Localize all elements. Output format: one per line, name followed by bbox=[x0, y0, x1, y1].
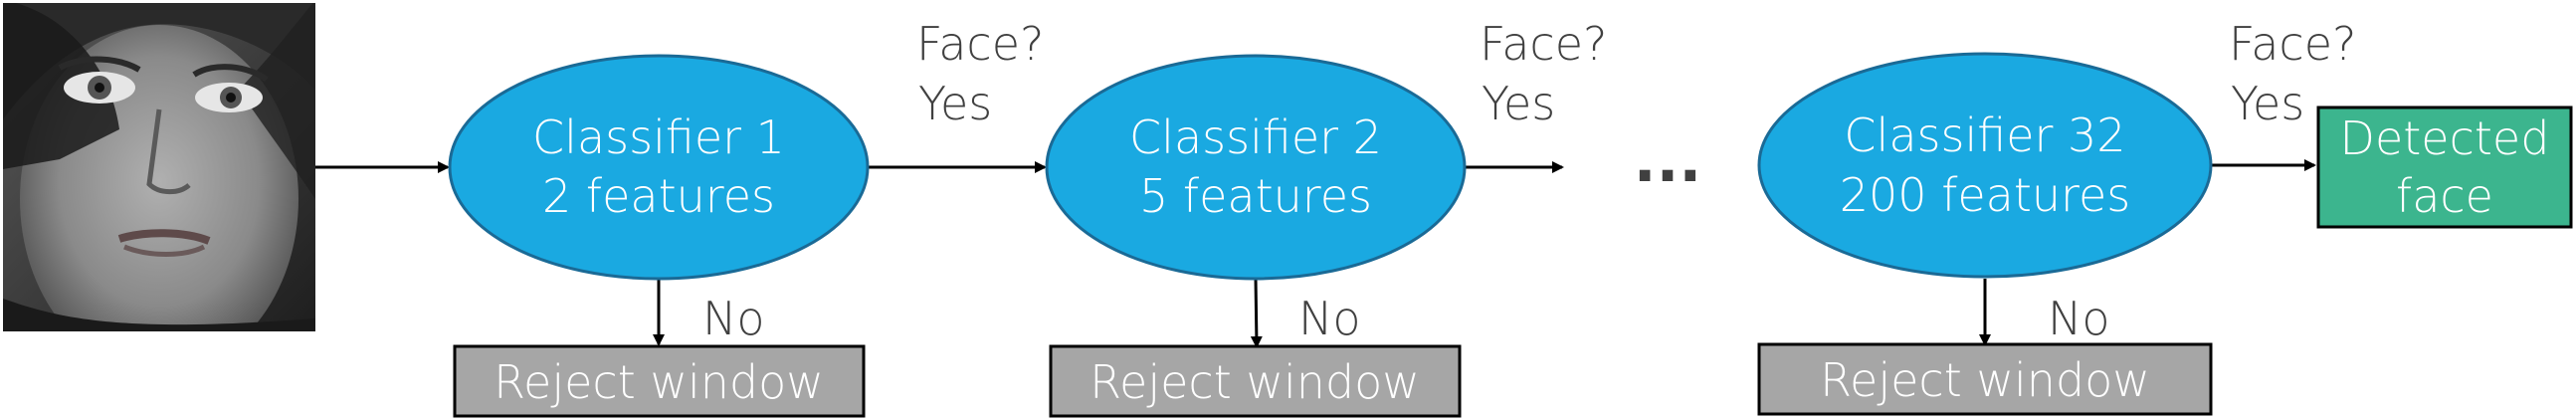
face-photo-icon bbox=[3, 3, 315, 331]
detected-face-line2: face bbox=[2396, 169, 2493, 223]
classifier-32-shape bbox=[1757, 52, 2213, 279]
classifier-2-shape bbox=[1045, 54, 1467, 281]
classifier-1-shape bbox=[448, 54, 870, 281]
detected-face-line1: Detected bbox=[2340, 111, 2550, 165]
classifier-node-1: Classifier 1 2 features bbox=[448, 54, 870, 281]
edge-label-no-2: No bbox=[1298, 292, 1361, 345]
ellipsis-more-classifiers: ... bbox=[1634, 126, 1701, 196]
classifier-node-2: Classifier 2 5 features bbox=[1045, 54, 1467, 281]
arrows bbox=[315, 159, 2316, 348]
reject-window-1-label: Reject window bbox=[494, 355, 824, 409]
edge-label-yes-1: Yes bbox=[918, 77, 992, 130]
classifier-32-features: 200 features bbox=[1840, 168, 2130, 222]
classifier-2-title: Classifier 2 bbox=[1129, 110, 1382, 164]
edge-label-yes-2: Yes bbox=[1482, 77, 1555, 130]
edge-label-no-1: No bbox=[702, 292, 765, 345]
edge-label-face-32: Face? bbox=[2229, 17, 2356, 71]
reject-window-32: Reject window bbox=[1757, 342, 2213, 416]
arrow-classifier-2-to-reject bbox=[1250, 278, 1263, 348]
reject-window-2: Reject window bbox=[1049, 344, 1462, 418]
edge-label-yes-32: Yes bbox=[2231, 77, 2304, 130]
reject-window-1: Reject window bbox=[453, 344, 866, 418]
reject-window-2-label: Reject window bbox=[1090, 355, 1420, 409]
edge-label-face-1: Face? bbox=[916, 17, 1044, 71]
detected-face-box: Detected face bbox=[2316, 105, 2573, 229]
classifier-2-features: 5 features bbox=[1139, 169, 1372, 223]
edge-label-face-2: Face? bbox=[1480, 17, 1607, 71]
classifier-1-features: 2 features bbox=[542, 169, 775, 223]
classifier-1-title: Classifier 1 bbox=[532, 110, 785, 164]
classifier-32-title: Classifier 32 bbox=[1844, 108, 2125, 162]
reject-window-32-label: Reject window bbox=[1820, 353, 2150, 407]
edge-label-no-32: No bbox=[2048, 292, 2110, 345]
classifier-node-32: Classifier 32 200 features bbox=[1757, 52, 2213, 279]
